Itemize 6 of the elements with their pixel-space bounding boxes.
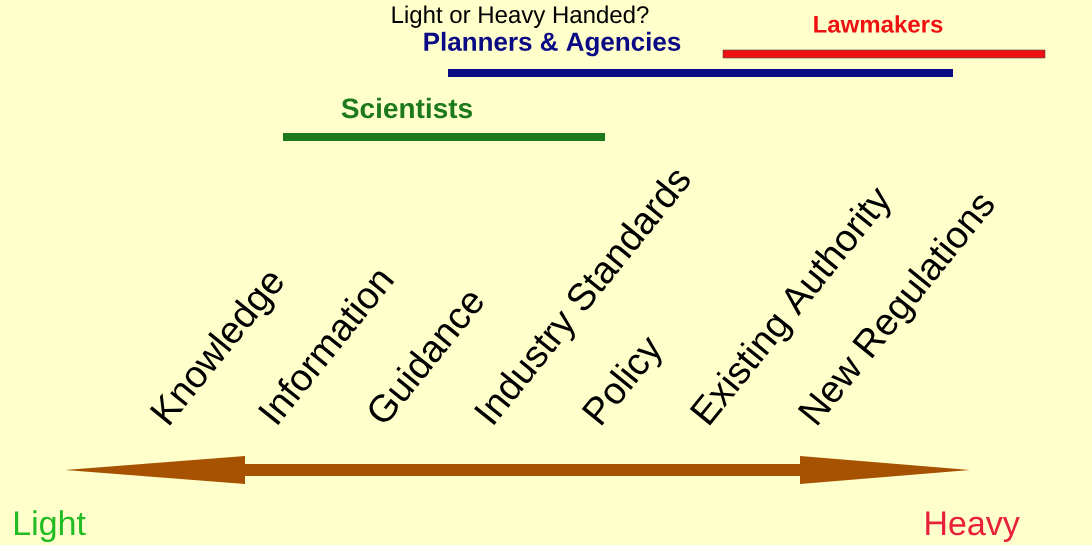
bar-label: Planners & Agencies xyxy=(424,31,681,57)
bar-label: Lawmakers xyxy=(814,15,943,33)
title: Light or Heavy Handed? xyxy=(392,5,649,28)
end-label: Heavy xyxy=(926,511,1020,543)
bar-label: Scientists xyxy=(341,97,472,119)
end-label: Light xyxy=(15,510,86,543)
